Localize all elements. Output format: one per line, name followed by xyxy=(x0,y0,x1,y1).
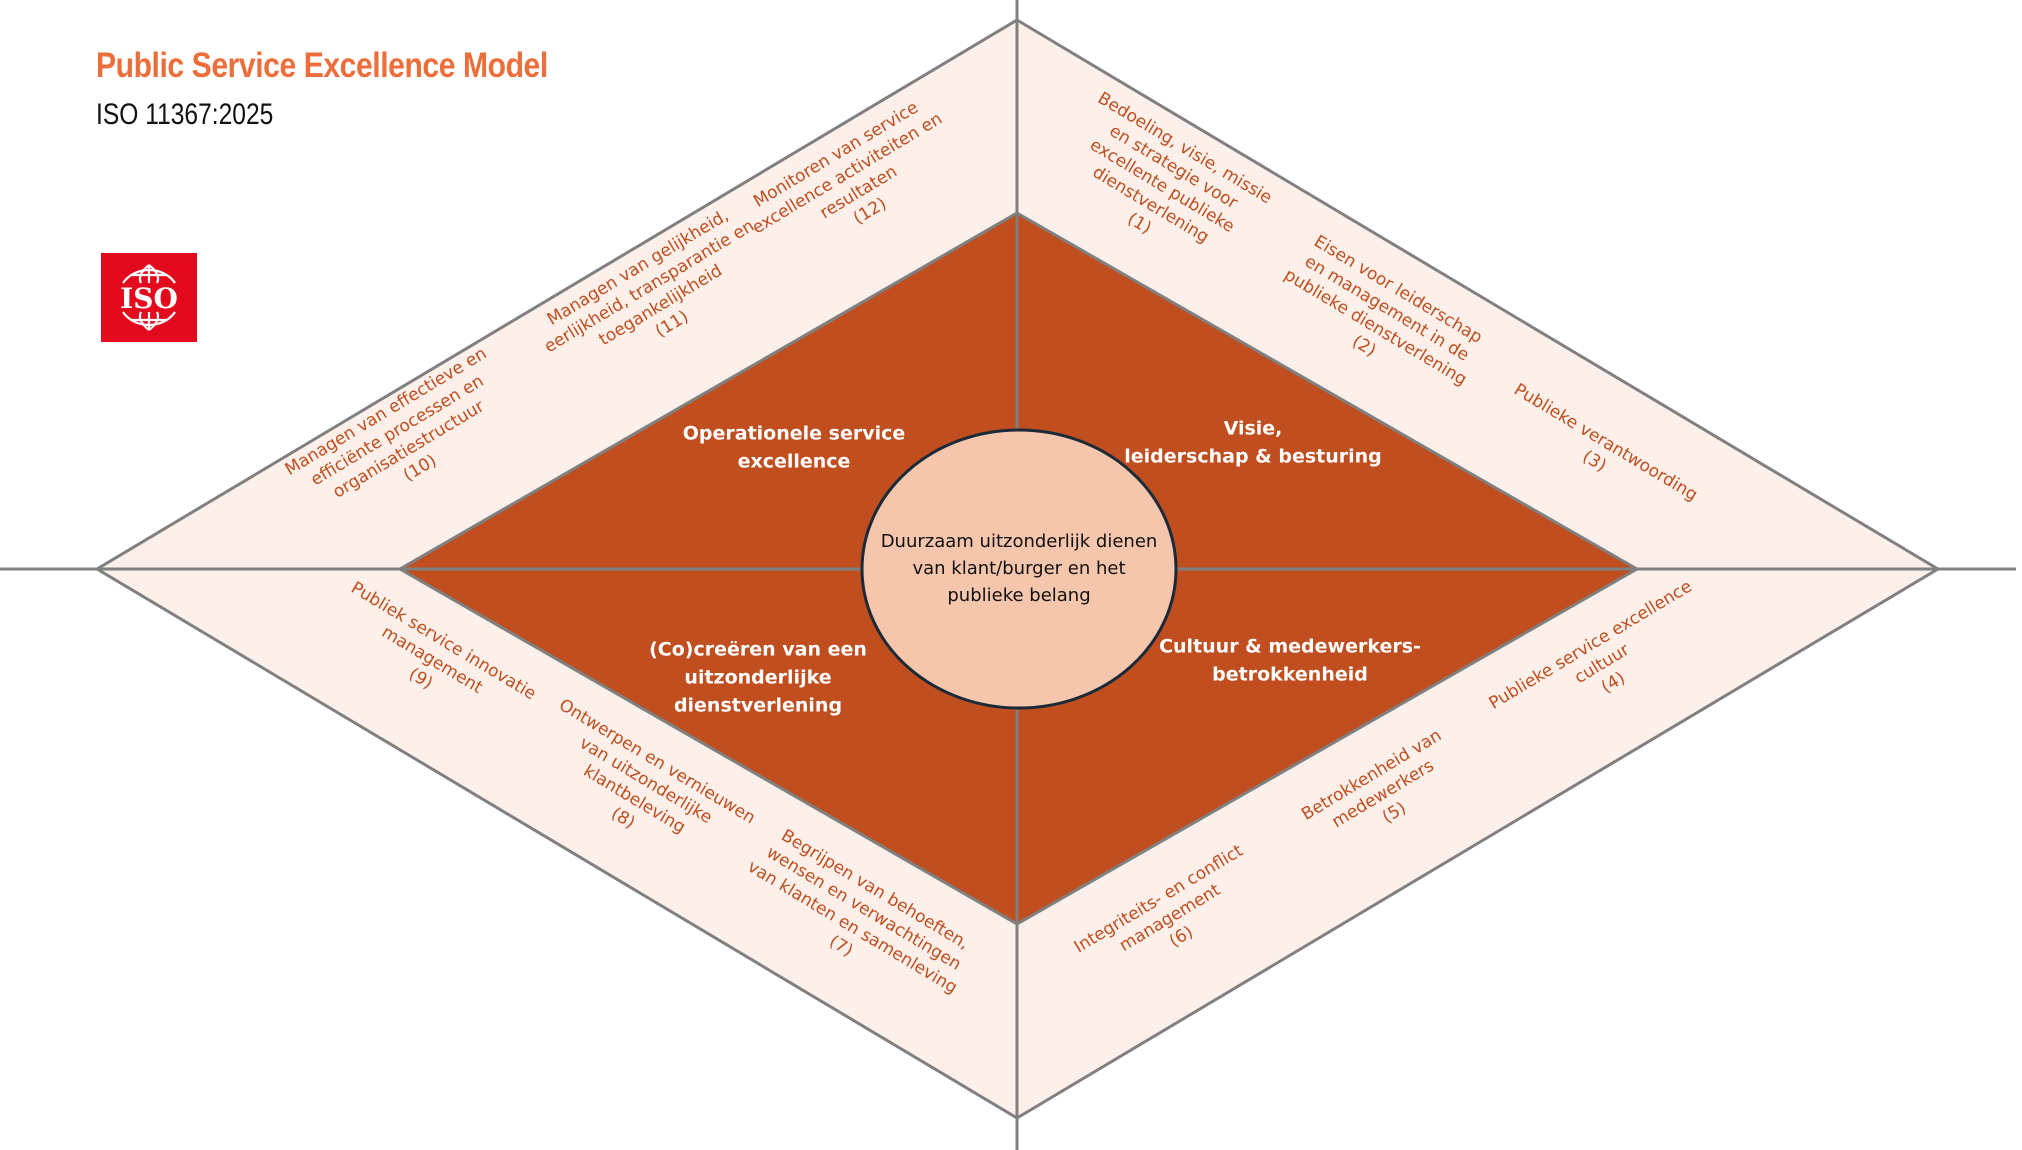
standard-number: ISO 11367:2025 xyxy=(96,98,274,131)
quadrant-label-bottom-left-line: (Co)creëren van een xyxy=(649,639,867,661)
quadrant-label-top-left: Operationele service excellence xyxy=(683,423,906,473)
globe-icon: ISO xyxy=(120,264,178,331)
center-goal-line: van klant/burger en het xyxy=(912,558,1125,579)
iso-logo: ISO xyxy=(101,253,197,342)
quadrant-label-top-right-line: Visie, xyxy=(1224,418,1283,440)
quadrant-label-bottom-right-line: Cultuur & medewerkers- xyxy=(1159,636,1421,658)
quadrant-label-bottom-right-line: betrokkenheid xyxy=(1212,664,1368,686)
iso-logo-text: ISO xyxy=(120,282,178,315)
page-title: Public Service Excellence Model xyxy=(96,46,548,85)
quadrant-label-bottom-right: Cultuur & medewerkers-betrokkenheid xyxy=(1159,636,1421,686)
center-goal-text: Duurzaam uitzonderlijk dienen van klant/b… xyxy=(881,531,1158,606)
quadrant-label-bottom-left: (Co)creëren van een uitzonderlijke dienstv… xyxy=(649,639,867,717)
quadrant-label-bottom-left-line: uitzonderlijke xyxy=(684,667,831,689)
center-goal-line: publieke belang xyxy=(947,585,1090,606)
center-ellipse xyxy=(860,428,1178,710)
quadrant-label-bottom-left-line: dienstverlening xyxy=(674,695,842,717)
quadrant-label-top-right-line: leiderschap & besturing xyxy=(1124,446,1382,468)
quadrant-label-top-right: Visie, leiderschap & besturing xyxy=(1124,418,1382,468)
quadrant-label-top-left-line: Operationele service xyxy=(683,423,906,445)
center-goal-line: Duurzaam uitzonderlijk dienen xyxy=(881,531,1158,552)
quadrant-label-top-left-line: excellence xyxy=(738,451,851,473)
center-goal: Duurzaam uitzonderlijk dienen van klant/b… xyxy=(881,531,1158,606)
